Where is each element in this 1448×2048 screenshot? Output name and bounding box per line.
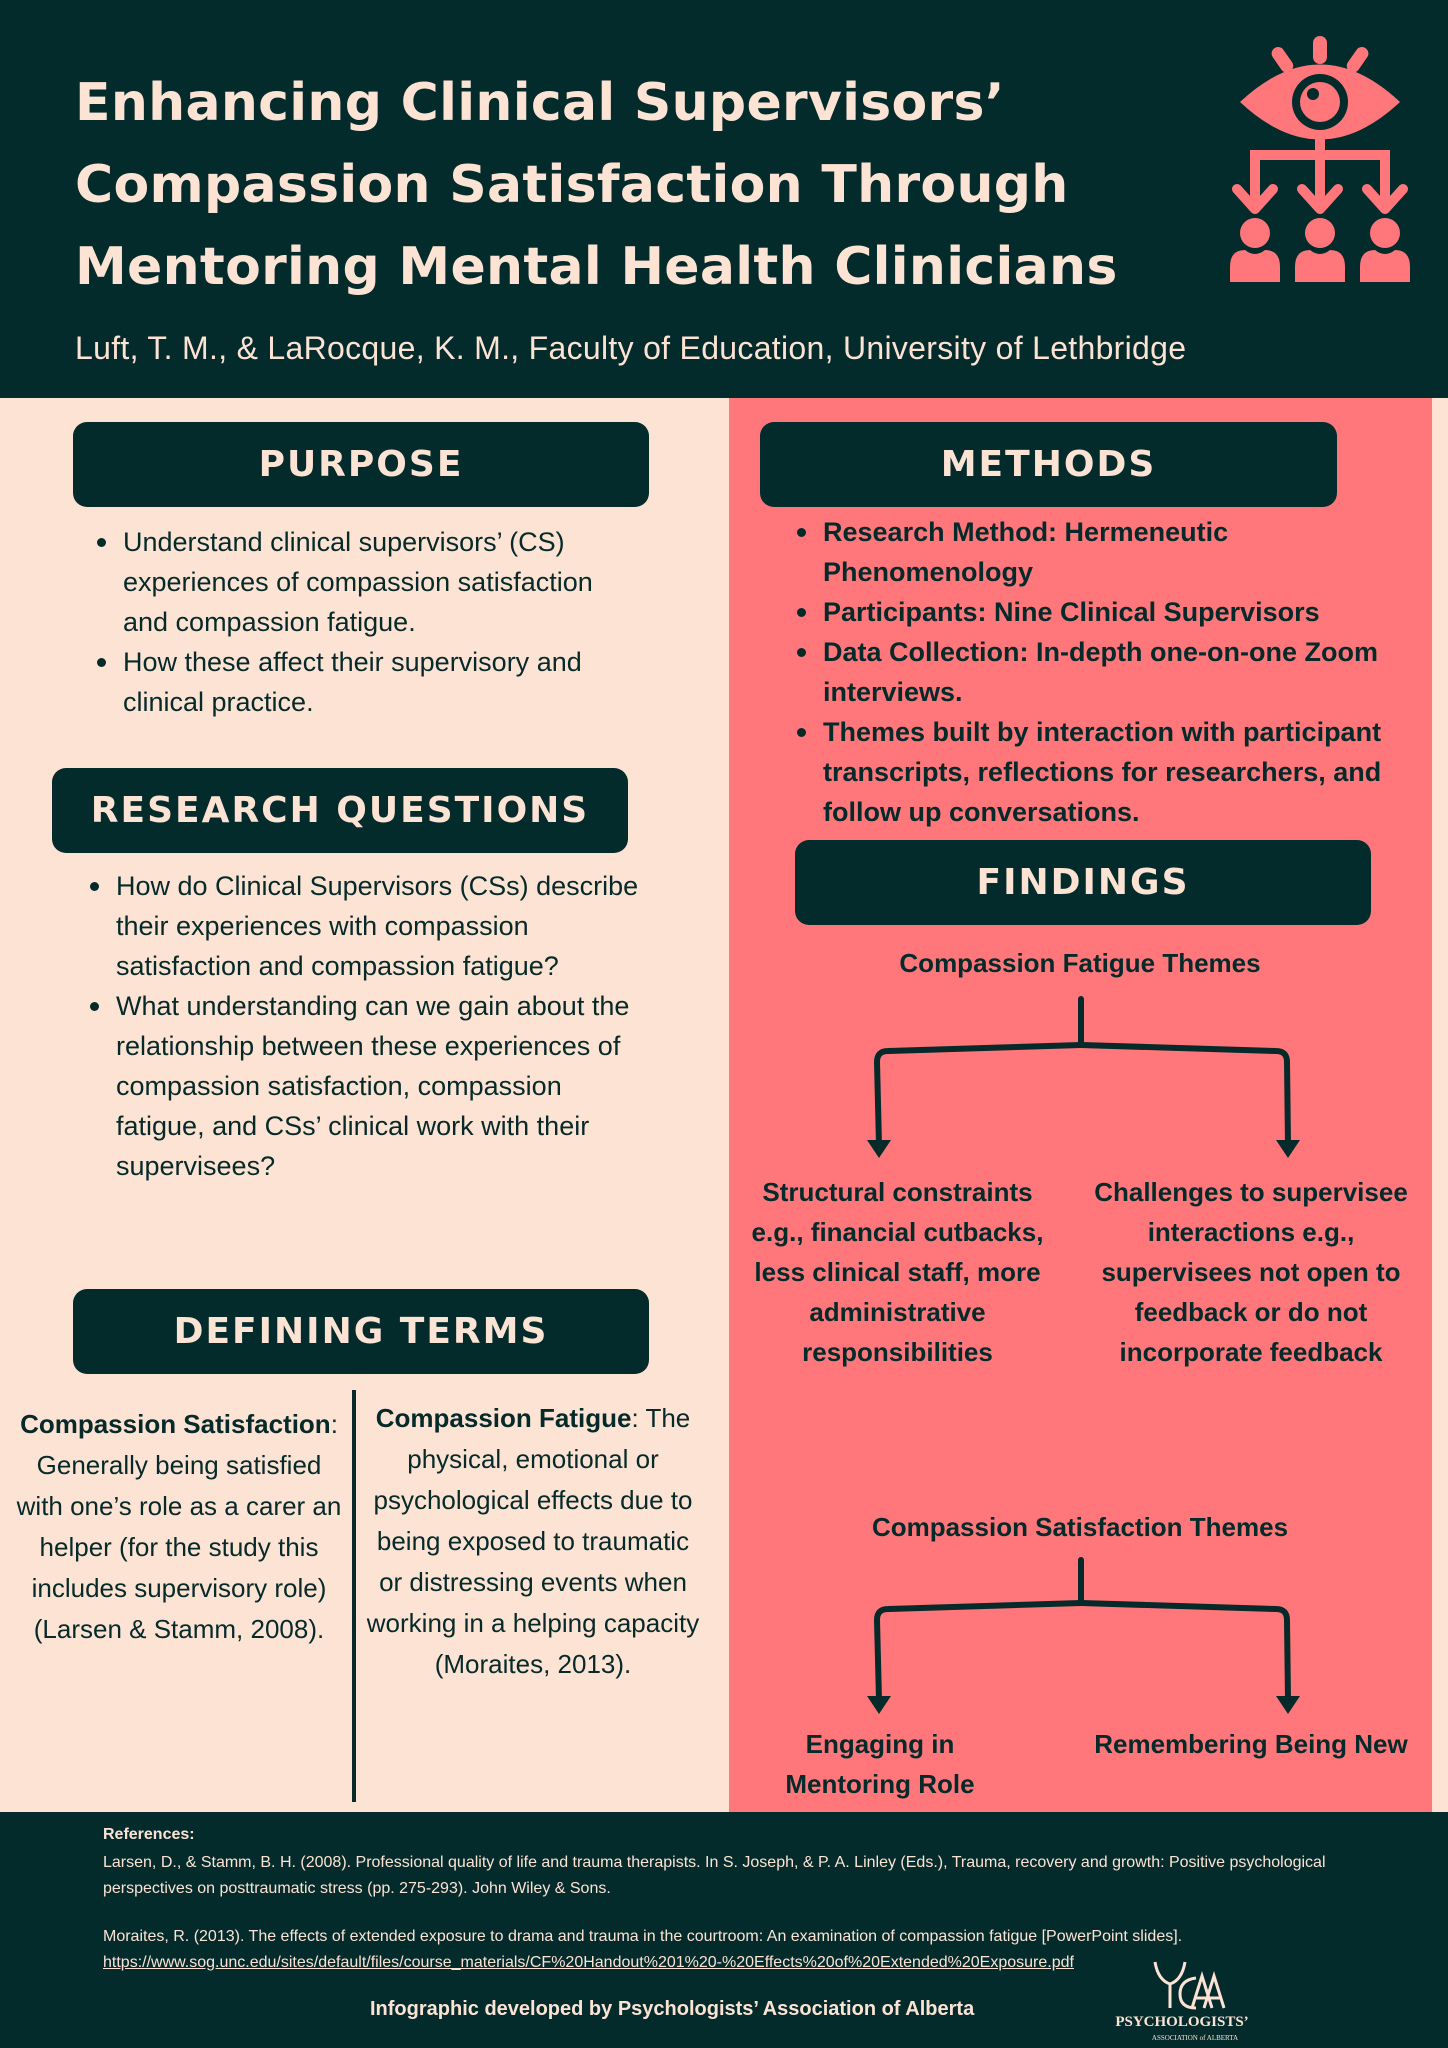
- divider: [352, 1390, 356, 1802]
- reference-link[interactable]: https://www.sog.unc.edu/sites/default/fi…: [103, 1954, 1074, 1971]
- methods-list: Research Method: Hermeneutic Phenomenolo…: [795, 512, 1420, 832]
- list-item: Research Method: Hermeneutic Phenomenolo…: [795, 512, 1420, 592]
- compassion-satisfaction-themes-label: Compassion Satisfaction Themes: [871, 1512, 1289, 1542]
- colon: :: [631, 1403, 639, 1433]
- footer: References: Larsen, D., & Stamm, B. H. (…: [0, 1812, 1448, 2048]
- cs-theme-mentoring: Engaging in Mentoring Role: [785, 1729, 975, 1799]
- methods-heading: Methods: [760, 422, 1337, 507]
- list-item: How do Clinical Supervisors (CSs) descri…: [88, 866, 648, 986]
- purpose-heading: Purpose: [73, 422, 649, 507]
- arrow-down-icon: [867, 1696, 891, 1714]
- list-item: Themes built by interaction with partici…: [795, 712, 1420, 832]
- cf-theme-structural: Structural constraints e.g., financial c…: [751, 1177, 1044, 1367]
- list-item: How these affect their supervisory and c…: [95, 642, 615, 722]
- page-title: Enhancing Clinical Supervisors’ Compassi…: [75, 62, 1155, 308]
- psychologists-association-logo: PSYCHOLOGISTS’ ASSOCIATION of ALBERTA: [1115, 1961, 1249, 2042]
- cf-theme-supervisee: Challenges to supervisee interactions e.…: [1094, 1177, 1408, 1367]
- left-panel: [0, 398, 729, 1812]
- svg-text:ASSOCIATION of ALBERTA: ASSOCIATION of ALBERTA: [1152, 2034, 1238, 2042]
- reference-text: Moraites, R. (2013). The effects of exte…: [103, 1928, 1183, 1945]
- arrow-down-icon: [1276, 1696, 1300, 1714]
- references-heading: References:: [103, 1826, 195, 1843]
- purpose-list: Understand clinical supervisors’ (CS) ex…: [95, 522, 615, 722]
- findings-tree: [867, 996, 1300, 1714]
- compassion-fatigue-definition: Compassion Fatigue: The physical, emotio…: [366, 1398, 700, 1685]
- reference-larsen: Larsen, D., & Stamm, B. H. (2008). Profe…: [103, 1854, 1326, 1897]
- connector-line: [1078, 1042, 1291, 1148]
- colon: :: [330, 1409, 338, 1439]
- term-definition: The physical, emotional or psychological…: [366, 1403, 700, 1679]
- arrow-down-icon: [1276, 1140, 1300, 1158]
- header: Enhancing Clinical Supervisors’ Compassi…: [0, 0, 1448, 398]
- term-name: Compassion Satisfaction: [20, 1409, 331, 1439]
- title-line: Mentoring Mental Health Clinicians: [75, 237, 1118, 297]
- list-item: Data Collection: In-depth one-on-one Zoo…: [795, 632, 1420, 712]
- list-item: Participants: Nine Clinical Supervisors: [795, 592, 1420, 632]
- reference-moraites: Moraites, R. (2013). The effects of exte…: [103, 1924, 1353, 1976]
- svg-text:PSYCHOLOGISTS’: PSYCHOLOGISTS’: [1115, 2014, 1248, 2030]
- arrow-down-icon: [867, 1140, 891, 1158]
- title-line: Enhancing Clinical Supervisors’: [75, 73, 1005, 133]
- term-name: Compassion Fatigue: [375, 1403, 632, 1433]
- compassion-satisfaction-definition: Compassion Satisfaction: Generally being…: [12, 1404, 346, 1650]
- list-item: What understanding can we gain about the…: [88, 986, 648, 1186]
- connector-line: [874, 996, 1084, 1148]
- research-questions-heading: Research Questions: [52, 768, 628, 853]
- credit-text: Infographic developed by Psychologists’ …: [370, 1998, 975, 2020]
- title-line: Compassion Satisfaction Through: [75, 155, 1069, 215]
- connector-line: [874, 1557, 1084, 1703]
- defining-terms-heading: Defining Terms: [73, 1289, 649, 1374]
- term-definition: Generally being satisfied with one’s rol…: [16, 1450, 342, 1644]
- findings-heading: Findings: [795, 840, 1371, 925]
- research-questions-list: How do Clinical Supervisors (CSs) descri…: [88, 866, 648, 1186]
- list-item: Understand clinical supervisors’ (CS) ex…: [95, 522, 615, 642]
- compassion-fatigue-themes-label: Compassion Fatigue Themes: [899, 948, 1261, 978]
- connector-line: [1078, 1600, 1291, 1703]
- authors: Luft, T. M., & LaRocque, K. M., Faculty …: [75, 330, 1187, 366]
- eye-hierarchy-people-icon: [1230, 36, 1410, 282]
- cs-theme-remembering: Remembering Being New: [1094, 1729, 1408, 1759]
